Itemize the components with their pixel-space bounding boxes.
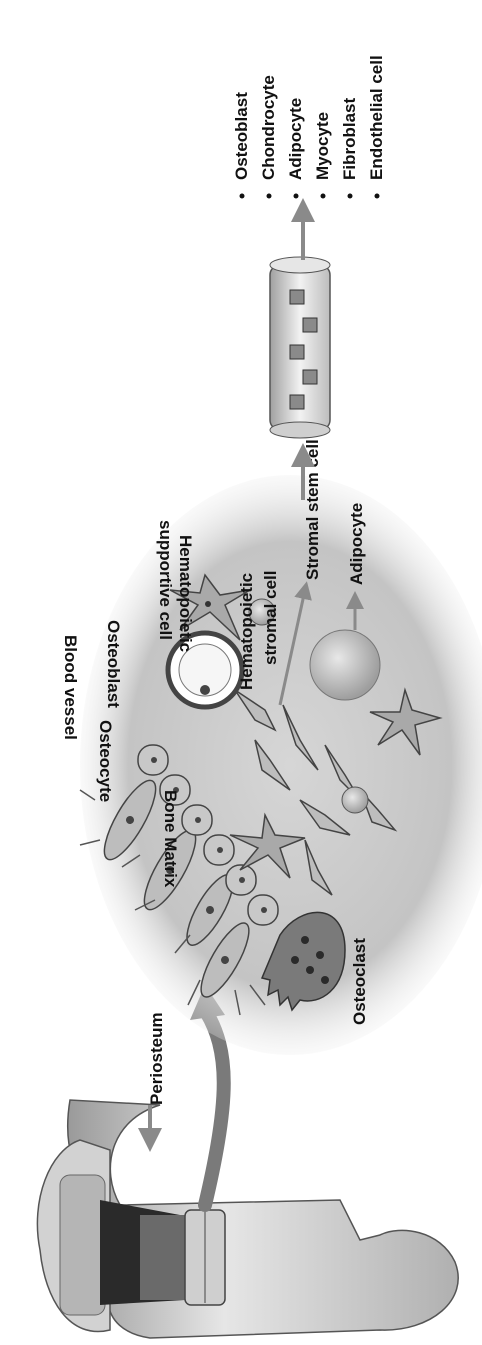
spongy-bone xyxy=(60,1175,105,1315)
curved-arrow xyxy=(205,1010,224,1205)
stromal-stem-cell-label: Stromal stem cell xyxy=(303,439,322,580)
adipocyte-cell xyxy=(310,630,380,700)
bullet-icon xyxy=(321,194,326,199)
bullet-icon xyxy=(348,194,353,199)
hematopoietic-supportive-label-2: supportive cell xyxy=(156,520,175,640)
hematopoietic-supportive-label-1: Hematopoietic xyxy=(176,535,195,652)
bullet-icon xyxy=(267,194,272,199)
osteocyte-label: Osteocyte xyxy=(96,720,115,802)
bone-marrow-tissue xyxy=(80,475,482,1055)
round-cell xyxy=(342,787,368,813)
osteoblast-label: Osteoblast xyxy=(104,620,123,708)
periosteum-label: Periosteum xyxy=(147,1012,166,1105)
bullet-icon xyxy=(240,194,245,199)
derived-cell-item: Osteoblast xyxy=(232,92,251,180)
adipocyte-label: Adipocyte xyxy=(347,503,366,585)
derived-cell-item: Chondrocyte xyxy=(259,75,278,180)
bullet-icon xyxy=(375,194,380,199)
derived-cell-item: Fibroblast xyxy=(340,97,359,180)
blood-vessel-label: Blood vessel xyxy=(61,635,80,740)
hematopoietic-stromal-label-1: Hematopoietic xyxy=(237,573,256,690)
culture-dish xyxy=(270,257,330,438)
long-bone xyxy=(37,1100,458,1338)
hematopoietic-stromal-label-2: stromal cell xyxy=(261,571,280,666)
derived-cell-item: Endothelial cell xyxy=(367,55,386,180)
bone-matrix-label: Bone Matrix xyxy=(161,790,180,888)
derived-cell-item: Myocyte xyxy=(313,112,332,180)
derived-cell-list: Osteoblast Chondrocyte Adipocyte Myocyte… xyxy=(232,55,386,198)
bullet-icon xyxy=(294,194,299,199)
derived-cell-item: Adipocyte xyxy=(286,98,305,180)
osteoclast-label: Osteoclast xyxy=(350,938,369,1025)
marrow-core xyxy=(140,1215,185,1300)
